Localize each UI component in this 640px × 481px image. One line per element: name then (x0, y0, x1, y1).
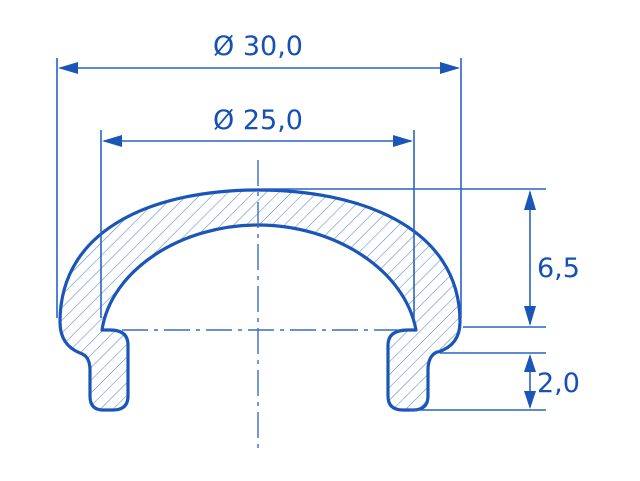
outer-diameter-label: Ø 30,0 (213, 31, 303, 62)
profile-section (58, 188, 462, 412)
leg-arrow-bottom (524, 391, 536, 409)
outer-arrow-left (58, 62, 78, 74)
height-arrow-bottom (524, 306, 536, 326)
inner-diameter-label: Ø 25,0 (213, 105, 303, 136)
inner-arrow-left (102, 135, 122, 147)
height-arrow-top (524, 190, 536, 210)
outer-arrow-right (440, 62, 460, 74)
leg-height-label: 2,0 (537, 368, 580, 399)
inner-arrow-right (393, 135, 413, 147)
height-label: 6,5 (537, 253, 580, 284)
leg-arrow-top (524, 354, 536, 372)
